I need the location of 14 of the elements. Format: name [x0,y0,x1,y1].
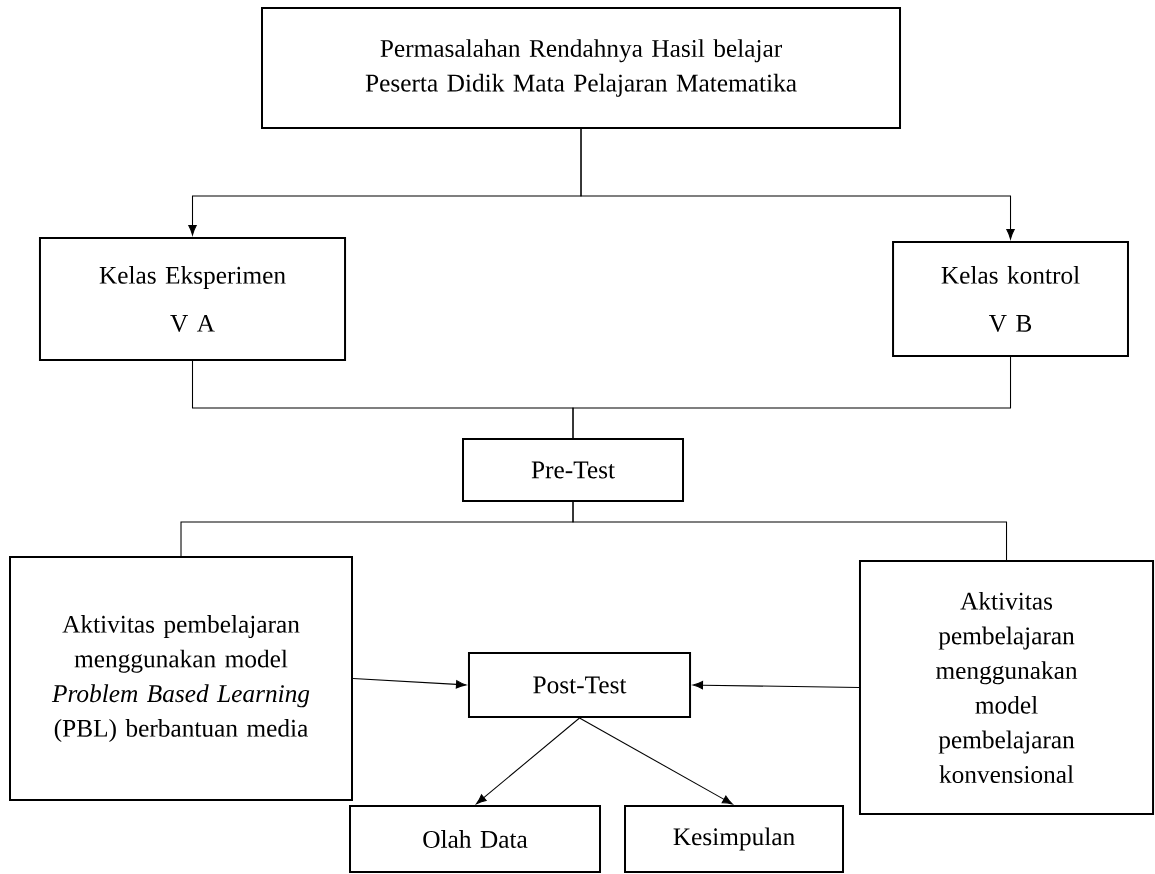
arrow [476,717,581,805]
process-box: Pre-Test [462,438,684,502]
process-box: Aktivitas pembelajaran menggunakan model pembelajaran konvensional [859,559,1155,816]
arrow [692,680,860,690]
arrow [580,128,1015,240]
process-box: Post-Test [467,652,692,718]
process-box: Permasalahan Rendahnya Hasil belajar Peserta Didik Mata Pelajaran Matematika [261,7,901,129]
process-box: Kesimpulan [624,805,844,873]
process-box: Kelas Eksperimen V A [38,237,347,361]
process-box: Kelas kontrol V B [892,241,1129,357]
arrow [578,717,733,805]
process-box: Aktivitas pembelajaran menggunakan model Problem Based Learning (PBL) berbantuan media [9,556,353,801]
arrow [352,677,467,689]
process-box: Olah Data [349,805,601,873]
